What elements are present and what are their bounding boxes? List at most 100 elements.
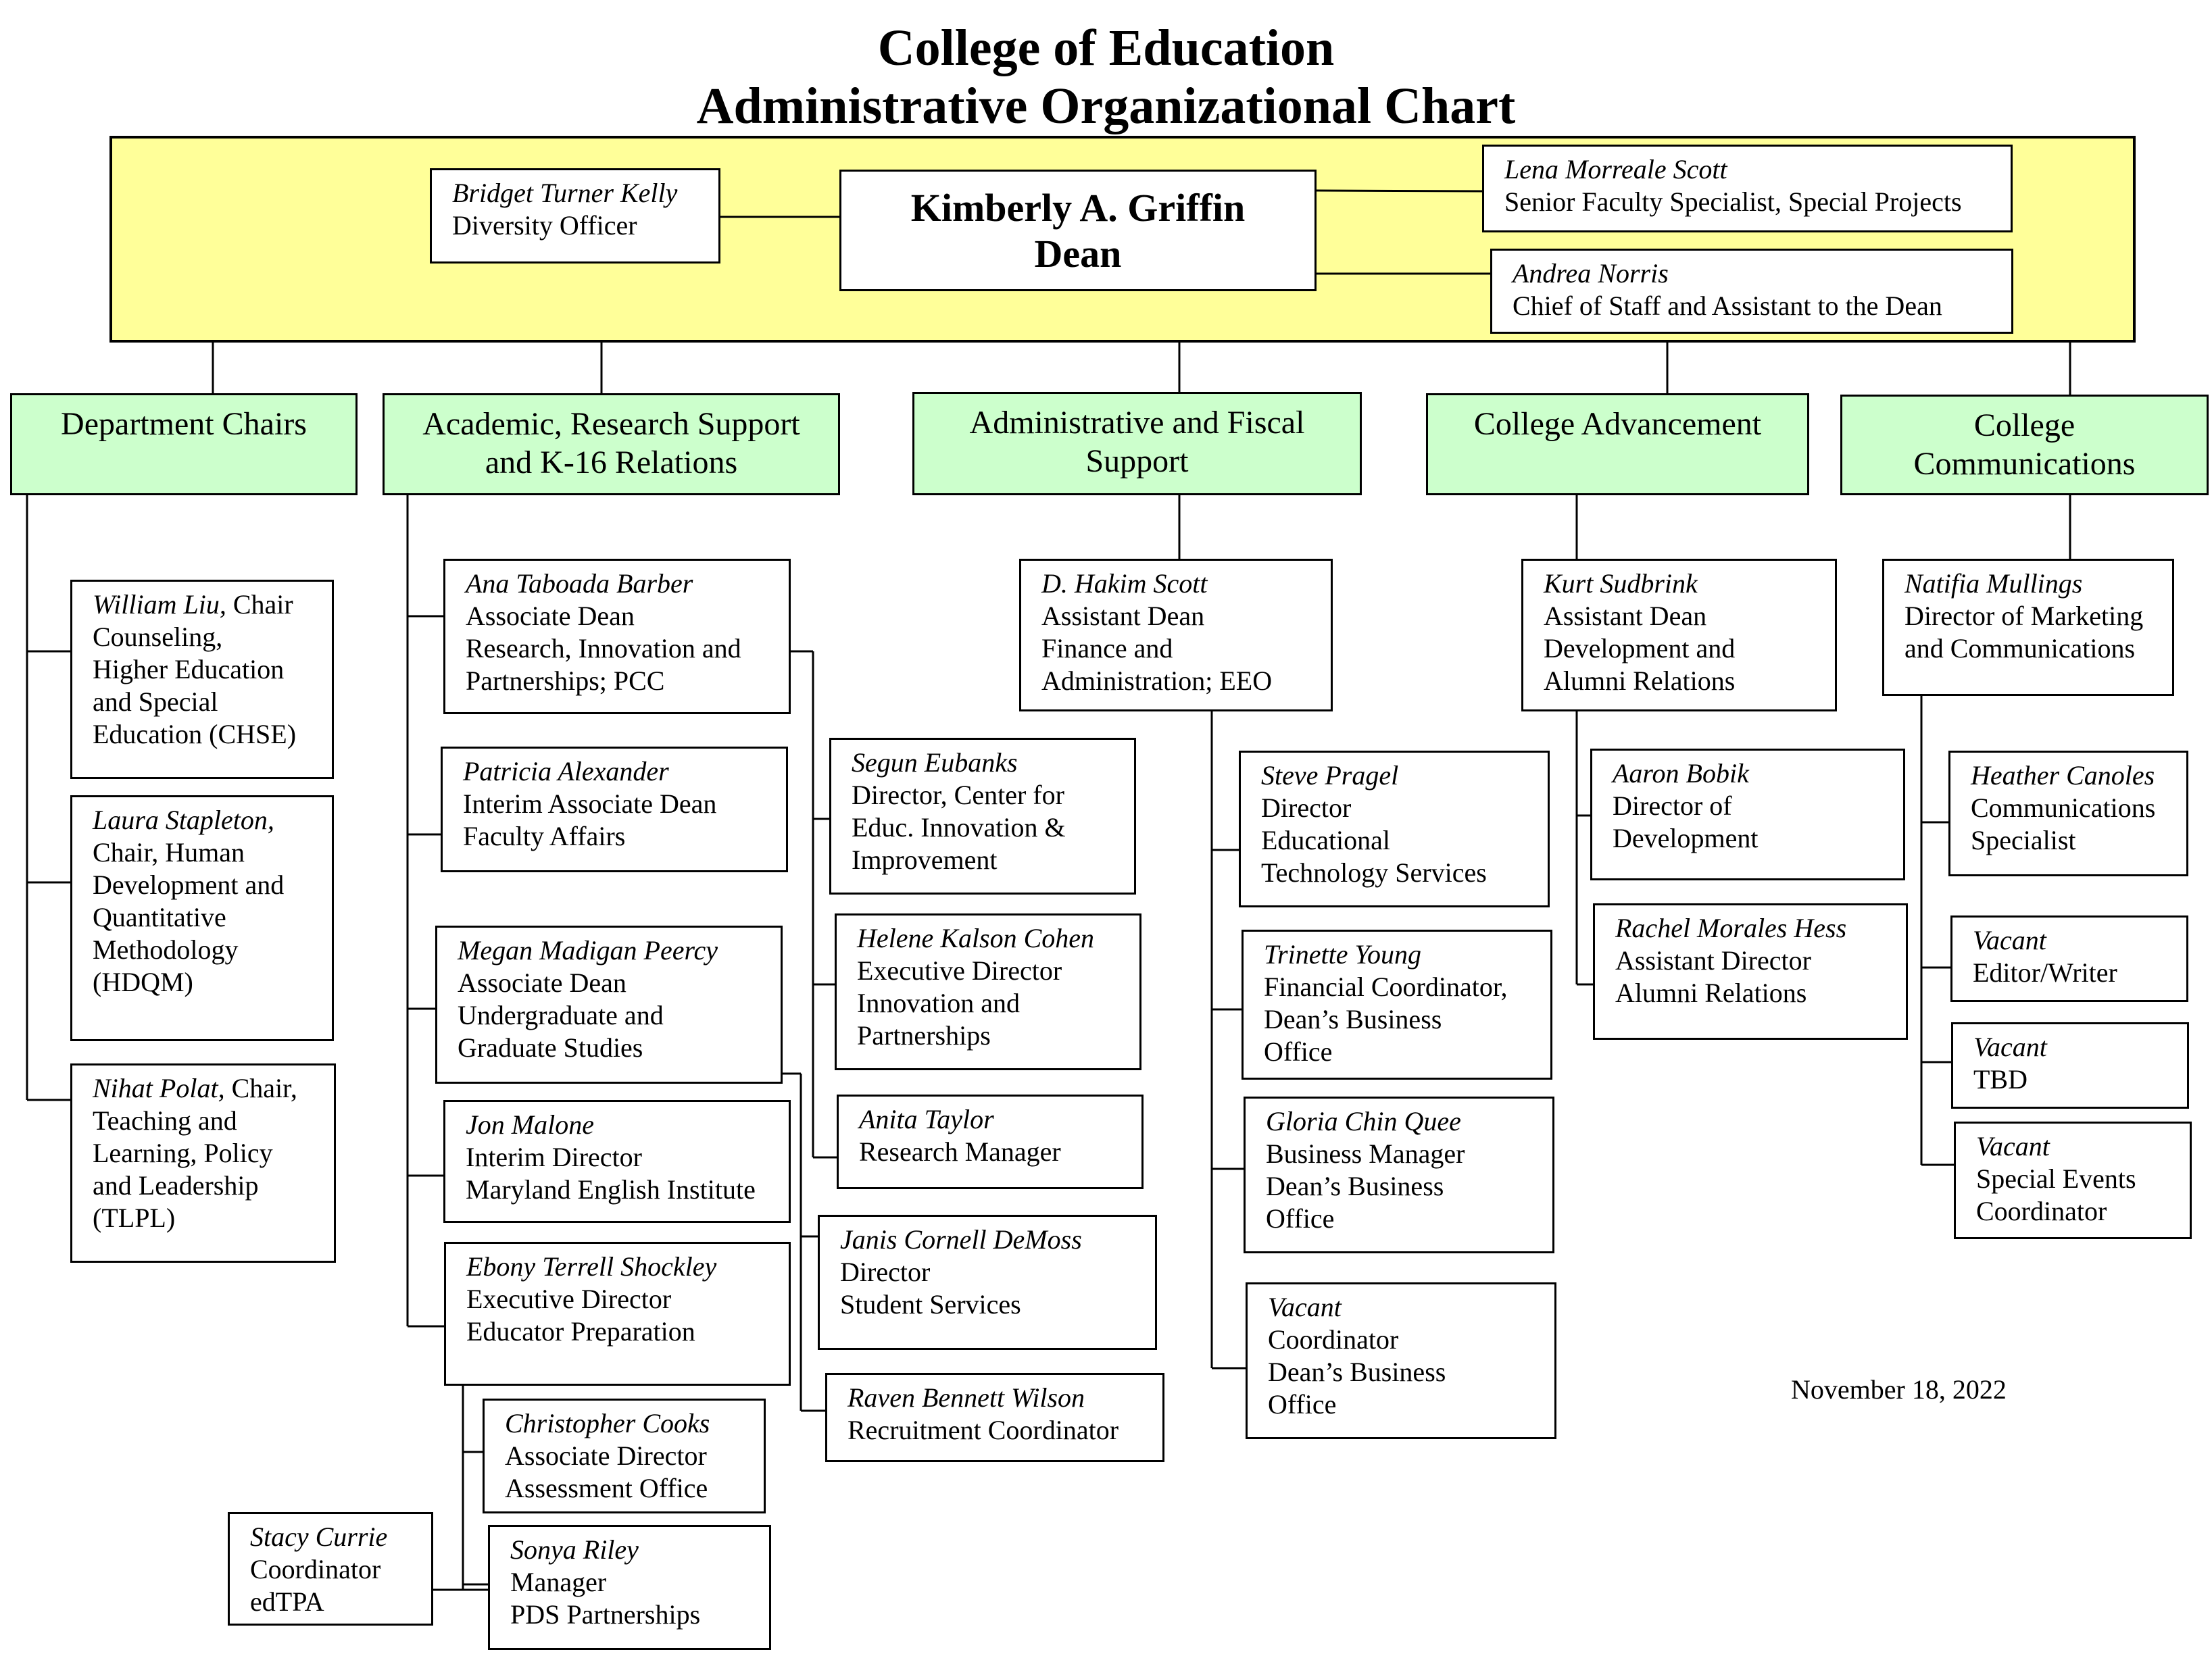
- person-name: D. Hakim Scott: [1041, 568, 1208, 599]
- person-title: Chair,: [224, 1073, 297, 1103]
- person-title: Teaching and: [93, 1105, 237, 1136]
- division-label: Administrative and Fiscal: [969, 405, 1305, 441]
- person-title: Counseling,: [93, 622, 223, 652]
- person-title: Dean’s Business: [1268, 1357, 1446, 1387]
- person-title: Assessment Office: [505, 1473, 708, 1503]
- person-name: Anita Taylor: [859, 1104, 994, 1134]
- person-title: Director of Marketing: [1904, 601, 2144, 631]
- person-title: Editor/Writer: [1973, 957, 2117, 988]
- person-title: Educator Preparation: [466, 1316, 695, 1347]
- person-box-vacant-tbd: Vacant TBD: [1951, 1022, 2189, 1109]
- person-title: Senior Faculty Specialist, Special Proje…: [1504, 186, 1962, 217]
- dean-role: Dean: [1034, 232, 1122, 276]
- person-title: Assistant Dean: [1041, 601, 1205, 631]
- person-title: Associate Dean: [458, 968, 626, 998]
- person-title: Maryland English Institute: [466, 1174, 756, 1205]
- person-box-vacant-coordinator: Vacant Coordinator Dean’s Business Offic…: [1246, 1282, 1556, 1439]
- person-name: Vacant: [1973, 925, 2046, 955]
- person-title: Executive Director: [857, 955, 1062, 986]
- person-title: Alumni Relations: [1544, 666, 1736, 696]
- person-box-peercy: Megan Madigan Peercy Associate Dean Unde…: [435, 926, 783, 1084]
- person-title: Assistant Dean: [1544, 601, 1707, 631]
- person-title: (TLPL): [93, 1203, 176, 1233]
- person-title: edTPA: [250, 1586, 324, 1617]
- person-name: Christopher Cooks: [505, 1408, 710, 1438]
- division-label: Department Chairs: [61, 406, 307, 442]
- person-title: (HDQM): [93, 967, 193, 997]
- person-title: Director of: [1613, 791, 1732, 821]
- person-name: Kurt Sudbrink: [1544, 568, 1698, 599]
- chart-title-line2: Administrative Organizational Chart: [696, 78, 1516, 134]
- person-title: Higher Education: [93, 654, 285, 684]
- person-box-canoles: Heather Canoles Communications Specialis…: [1948, 751, 2188, 876]
- person-title: Executive Director: [466, 1284, 672, 1314]
- person-name: Patricia Alexander: [463, 756, 669, 786]
- division-academic-research: Academic, Research Support and K-16 Rela…: [383, 393, 840, 495]
- dean-box: Kimberly A. Griffin Dean: [839, 170, 1317, 291]
- person-title: Dean’s Business: [1264, 1004, 1442, 1034]
- person-name: Bridget Turner Kelly: [452, 178, 678, 208]
- person-title: Coordinator: [1268, 1324, 1399, 1355]
- person-title: Research, Innovation and: [466, 633, 741, 663]
- division-college-advancement: College Advancement: [1426, 393, 1809, 495]
- division-college-communications: College Communications: [1840, 395, 2209, 495]
- person-name: Aaron Bobik: [1613, 758, 1749, 788]
- person-box-taylor: Anita Taylor Research Manager: [837, 1095, 1144, 1189]
- person-title: Alumni Relations: [1615, 978, 1807, 1008]
- person-box-polat: Nihat Polat, Chair, Teaching and Learnin…: [70, 1063, 336, 1263]
- person-box-currie: Stacy Currie Coordinator edTPA: [228, 1512, 433, 1626]
- division-department-chairs: Department Chairs: [10, 393, 358, 495]
- person-name: Megan Madigan Peercy: [458, 935, 718, 965]
- person-name: Heather Canoles: [1971, 760, 2155, 791]
- person-title: Coordinator: [250, 1554, 381, 1584]
- division-administrative-fiscal: Administrative and Fiscal Support: [912, 392, 1362, 495]
- person-title: Diversity Officer: [452, 210, 637, 241]
- person-name: Trinette Young: [1264, 939, 1422, 970]
- person-title: Coordinator: [1976, 1196, 2107, 1226]
- person-title: Development and: [93, 870, 285, 900]
- person-title: Director: [840, 1257, 931, 1287]
- person-title: Methodology: [93, 934, 239, 965]
- chart-title-line1: College of Education: [877, 20, 1335, 76]
- person-name: Stacy Currie: [250, 1522, 388, 1552]
- person-title: Office: [1264, 1036, 1333, 1067]
- person-title: and Leadership: [93, 1170, 259, 1201]
- person-title: Communications: [1971, 793, 2156, 823]
- person-title: Dean’s Business: [1266, 1171, 1444, 1201]
- person-title: TBD: [1973, 1064, 2027, 1095]
- person-title: Development: [1613, 823, 1759, 853]
- senior-specialist-box: Lena Morreale Scott Senior Faculty Speci…: [1482, 145, 2013, 232]
- person-title: Chair: [226, 589, 293, 620]
- person-title: Associate Dean: [466, 601, 635, 631]
- division-label: Communications: [1913, 446, 2136, 482]
- person-title: Research Manager: [859, 1136, 1061, 1167]
- division-label: and K-16 Relations: [485, 445, 738, 480]
- diversity-officer-box: Bridget Turner Kelly Diversity Officer: [430, 168, 720, 264]
- person-name: Nihat Polat,: [93, 1073, 225, 1103]
- person-title: Partnerships; PCC: [466, 666, 665, 696]
- person-box-bobik: Aaron Bobik Director of Development: [1590, 749, 1905, 880]
- person-box-barber: Ana Taboada Barber Associate Dean Resear…: [443, 559, 791, 714]
- person-name: Rachel Morales Hess: [1615, 913, 1847, 943]
- person-box-sudbrink: Kurt Sudbrink Assistant Dean Development…: [1521, 559, 1837, 711]
- person-title: and Communications: [1904, 633, 2136, 663]
- division-label: Support: [1085, 443, 1189, 479]
- person-title: Finance and: [1041, 633, 1173, 663]
- person-box-vacant-editor: Vacant Editor/Writer: [1950, 915, 2188, 1002]
- person-name: Vacant: [1976, 1131, 2050, 1161]
- person-title: Financial Coordinator,: [1264, 972, 1508, 1002]
- person-name: Ana Taboada Barber: [466, 568, 693, 599]
- person-title: Technology Services: [1261, 857, 1487, 888]
- person-title: Chief of Staff and Assistant to the Dean: [1513, 291, 1942, 321]
- person-box-hess: Rachel Morales Hess Assistant Director A…: [1593, 903, 1908, 1040]
- person-box-eubanks: Segun Eubanks Director, Center for Educ.…: [829, 738, 1136, 895]
- person-name: Segun Eubanks: [852, 747, 1018, 778]
- person-name: Ebony Terrell Shockley: [466, 1251, 717, 1282]
- person-box-demoss: Janis Cornell DeMoss Director Student Se…: [818, 1215, 1157, 1350]
- person-name: Vacant: [1973, 1032, 2047, 1062]
- person-name: Laura Stapleton,: [93, 805, 274, 835]
- person-box-riley: Sonya Riley Manager PDS Partnerships: [488, 1525, 771, 1650]
- person-title: Director: [1261, 793, 1352, 823]
- person-title: Graduate Studies: [458, 1032, 643, 1063]
- person-title: Improvement: [852, 845, 998, 875]
